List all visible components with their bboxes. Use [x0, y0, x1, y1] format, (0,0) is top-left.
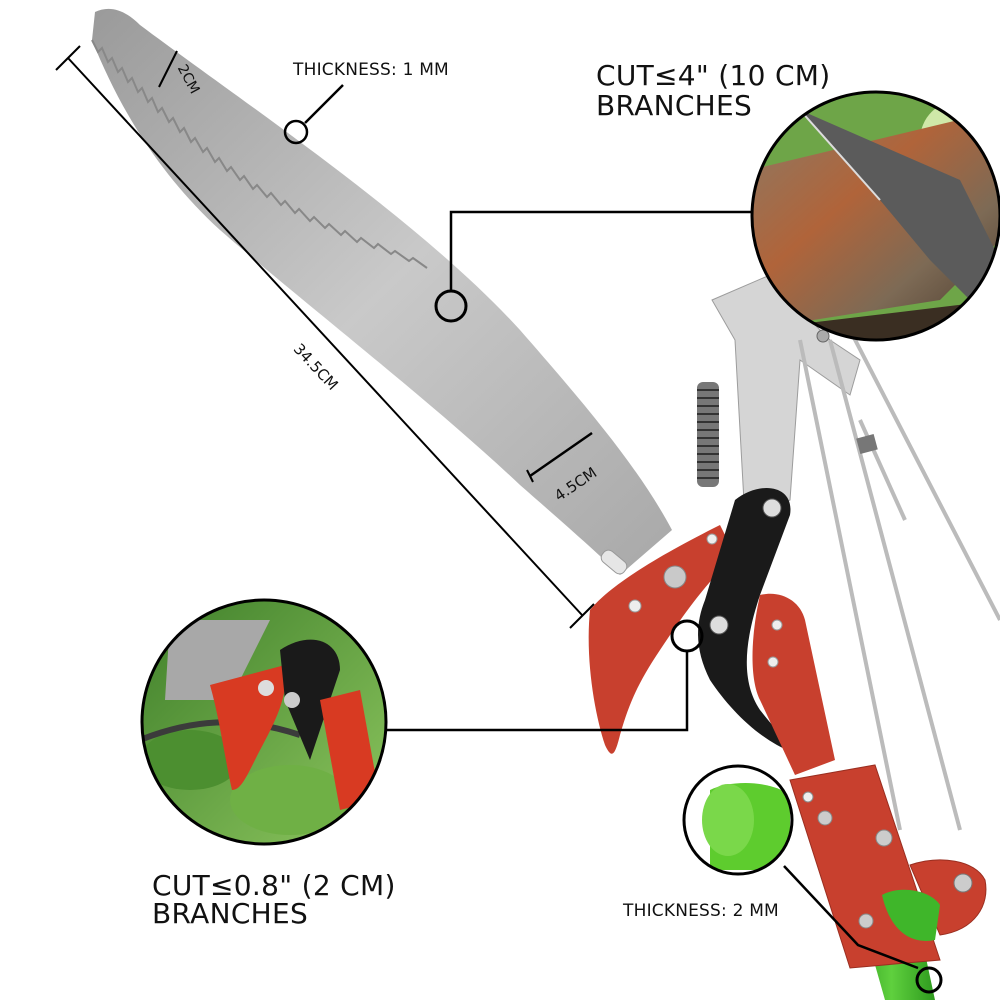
spring — [697, 382, 719, 487]
pruner-capacity-label-line2: BRANCHES — [152, 897, 309, 930]
inset-pole-cap — [682, 764, 794, 876]
saw-capacity-label-line2: BRANCHES — [596, 89, 753, 122]
pole-bracket — [789, 764, 987, 969]
pruner-anvil-jaw — [588, 525, 735, 754]
pull-cords — [798, 329, 1000, 831]
saw-capacity-label-line1: CUT≤4" (10 CM) — [596, 59, 831, 92]
pruner-cutting-blade — [698, 488, 792, 752]
blade-thickness-pointer — [283, 84, 344, 145]
pruner-capacity-label-line1: CUT≤0.8" (2 CM) — [152, 869, 396, 902]
saw-blade — [91, 8, 672, 575]
blade-thickness-label: THICKNESS: 1 MM — [293, 60, 449, 80]
pole-thickness-label: THICKNESS: 2 MM — [623, 901, 779, 921]
pole-thickness-pointer — [783, 865, 943, 994]
inset-saw-cutting-branch — [750, 90, 1000, 342]
saw-capacity-pointer — [434, 210, 752, 323]
pruner-handle — [752, 593, 835, 775]
pruner-capacity-pointer — [386, 619, 704, 732]
blade-tip-width-dimension — [158, 50, 178, 88]
blade-length-dimension — [55, 45, 595, 629]
blade-base-width-dimension — [526, 431, 593, 483]
inset-pruner-cutting-twig — [140, 598, 388, 846]
cord-clip — [856, 433, 878, 455]
